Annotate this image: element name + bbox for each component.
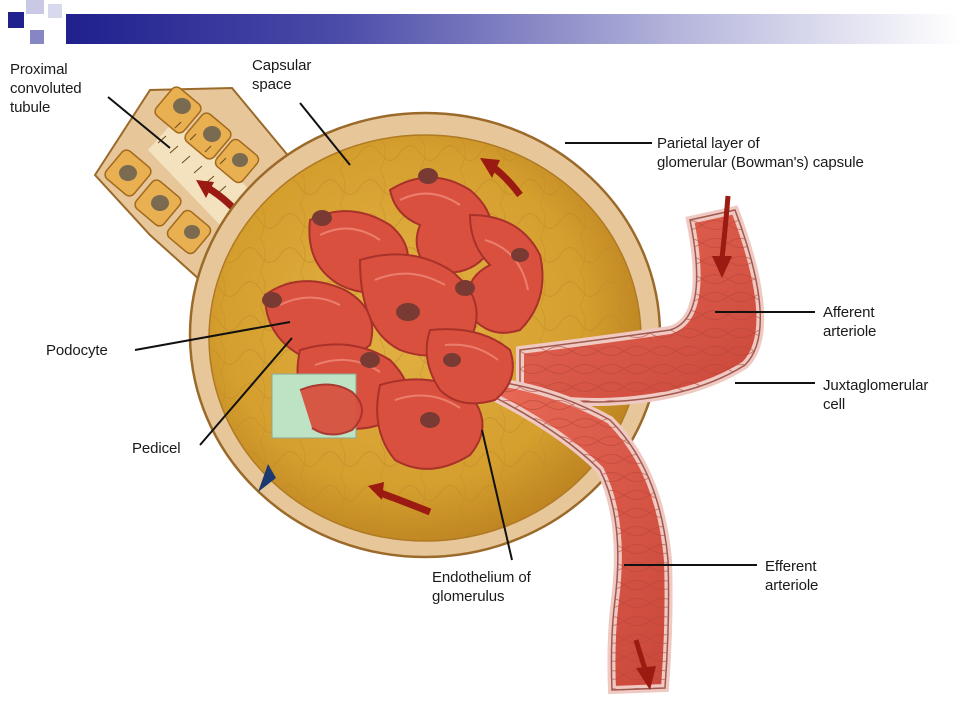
leader-line-podocyte [134,321,291,351]
pointer-arrow-icon [258,464,276,492]
leader-line-capsular-space [299,102,351,166]
label-capsular-space: Capsular space [252,57,312,93]
leader-line-endothelium [481,429,513,561]
tubule-nuclei [119,98,248,239]
label-proximal-convoluted-tubule: Proximal convoluted tubule [10,61,82,116]
label-efferent-arteriole: Efferent arteriole [765,558,819,594]
header-square-mid [30,30,44,44]
glomerulus [263,176,544,470]
label-podocyte: Podocyte [46,342,108,359]
header-square-dark [8,12,24,28]
label-endothelium: Endothelium of glomerulus [432,569,531,605]
leader-lines [107,96,815,566]
afferent-arteriole [516,195,765,407]
pedicel-loop [299,383,363,436]
label-afferent-arteriole: Afferent arteriole [823,304,877,340]
label-parietal-layer: Parietal layer of glomerular (Bowman's) … [657,135,864,171]
efferent-arteriole [483,377,673,695]
podocyte-nuclei [262,168,529,428]
afferent-flow-arrow [719,195,731,259]
header-gradient-bar [66,14,960,44]
header-square-pale [48,4,62,18]
header-band [0,0,960,48]
label-juxtaglomerular-cell: Juxtaglomerular cell [823,377,929,413]
label-pedicel: Pedicel [132,440,181,457]
leader-line-tubule [107,96,171,149]
capsule-flow-arrows [368,158,523,516]
header-square-light [26,0,44,14]
leader-line-pedicel [199,337,293,446]
